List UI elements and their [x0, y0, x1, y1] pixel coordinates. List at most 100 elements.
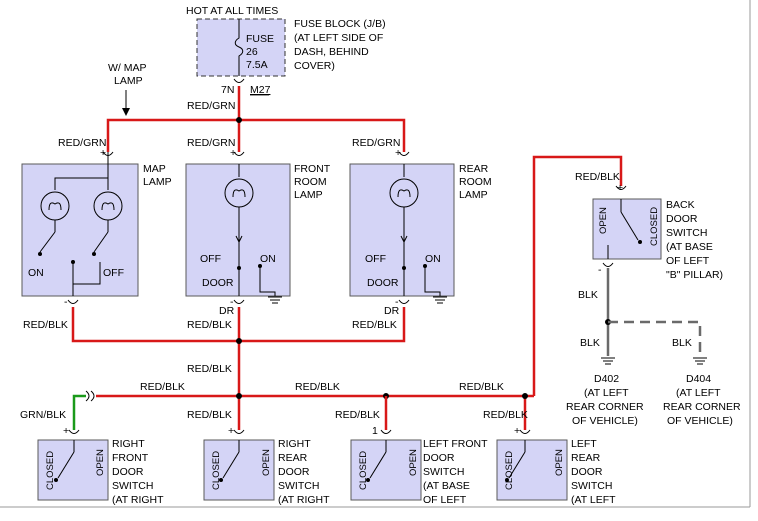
rf-switch-box: [37, 439, 109, 501]
hot-at-all-times-label: HOT AT ALL TIMES: [186, 5, 278, 17]
back-door-closed-label: CLOSED: [649, 207, 660, 246]
front-room-arrow: [235, 235, 243, 244]
lf-connector-top: [380, 429, 392, 434]
splice-top: [236, 117, 242, 123]
grn-blk-wire: [72, 394, 86, 430]
back-door-open-label: OPEN: [598, 207, 609, 234]
svg-text:RIGHT: RIGHT: [278, 438, 311, 450]
wire-break-symbol: [85, 390, 95, 402]
map-lamp-connector-bottom: [67, 299, 79, 304]
lr-plus: +: [514, 425, 520, 437]
rear-room-door-contact: [402, 266, 406, 270]
map-lamp-splice: [71, 260, 75, 264]
svg-text:BACK: BACK: [666, 199, 695, 211]
map-right-switch-contact: [92, 252, 96, 256]
svg-text:DOOR: DOOR: [666, 213, 698, 225]
svg-text:(AT LEFT: (AT LEFT: [571, 494, 616, 506]
lf-open-label: OPEN: [408, 449, 419, 476]
rf-switch-title: RIGHT FRONT DOOR SWITCH (AT RIGHT: [112, 438, 164, 506]
svg-text:DASH, BEHIND: DASH, BEHIND: [294, 46, 369, 58]
svg-text:DOOR: DOOR: [423, 452, 455, 464]
rr-open-label: OPEN: [261, 449, 272, 476]
connector-pin-7n: 7N: [221, 84, 234, 96]
lr-connector-top: [519, 429, 531, 434]
front-room-connector-bottom: [233, 299, 245, 304]
right-rear-door-switch: + CLOSED OPEN RIGHT REAR DOOR SWITCH (AT…: [203, 425, 330, 506]
svg-text:DOOR: DOOR: [112, 466, 144, 478]
red-blk-back-door-wire: [532, 155, 623, 396]
map-lamp-title-1: MAP: [143, 163, 166, 175]
rear-room-minus: -: [395, 296, 399, 308]
svg-text:FRONT: FRONT: [112, 452, 149, 464]
svg-text:RIGHT: RIGHT: [112, 438, 145, 450]
map-lamp-callout-line2: LAMP: [114, 75, 143, 87]
fuse-label: FUSE: [246, 33, 274, 45]
rear-room-connector-top: [398, 151, 410, 156]
rr-closed-label: CLOSED: [211, 451, 222, 490]
map-left-switch-blade: [39, 231, 56, 253]
map-lamp-common-wire: [72, 260, 101, 285]
splice-switch-bus-1: [236, 393, 242, 399]
lf-switch-contact: [366, 478, 370, 482]
ground-d402-icon: [601, 357, 615, 365]
wire-label-blk-2: BLK: [580, 337, 600, 349]
lr-switch-title: LEFT REAR DOOR SWITCH (AT LEFT: [571, 438, 616, 506]
front-room-ground-icon: [268, 296, 282, 304]
front-room-title-1: FRONT: [294, 163, 331, 175]
rf-plus: +: [63, 425, 69, 437]
connector-id-m27: M27: [250, 84, 271, 96]
wire-label-blk-1: BLK: [578, 289, 598, 301]
splice-lamp-bus: [236, 338, 242, 344]
map-lamp-internal-feed: [54, 164, 109, 190]
wire-label-rear-red-grn: RED/GRN: [352, 137, 400, 149]
svg-text:D402: D402: [594, 373, 619, 385]
right-front-door-switch: + CLOSED OPEN RIGHT FRONT DOOR SWITCH (A…: [37, 425, 164, 506]
front-room-on-ground-wire: [259, 266, 276, 296]
svg-text:OF LEFT: OF LEFT: [666, 255, 710, 267]
svg-text:(AT LEFT: (AT LEFT: [584, 387, 629, 399]
svg-text:OF LEFT: OF LEFT: [423, 494, 467, 506]
back-door-plus: +: [617, 182, 623, 194]
rear-room-on-label: ON: [425, 253, 441, 265]
left-front-door-switch: 1 CLOSED OPEN LEFT FRONT DOOR SWITCH (AT…: [350, 425, 488, 506]
map-right-switch-blade: [93, 231, 109, 253]
front-room-on-label: ON: [260, 253, 276, 265]
map-lamp-callout-line1: W/ MAP: [108, 62, 147, 74]
svg-text:SWITCH: SWITCH: [666, 227, 707, 239]
front-room-plus: +: [230, 147, 236, 159]
map-lamp-minus: -: [64, 296, 68, 308]
map-lamp-box: [21, 163, 139, 297]
rear-room-plus: +: [395, 147, 401, 159]
rf-switch-blade: [57, 451, 75, 479]
lf-closed-label: CLOSED: [358, 451, 369, 490]
front-room-title-3: LAMP: [294, 189, 323, 201]
rear-room-off-label: OFF: [365, 253, 386, 265]
svg-text:(AT BASE: (AT BASE: [423, 480, 470, 492]
ground-d404-label: D404 (AT LEFT REAR CORNER OF VEHICLE): [663, 373, 741, 427]
callout-arrow-head: [122, 108, 130, 116]
wire-label-grn-blk: GRN/BLK: [20, 409, 66, 421]
svg-text:REAR: REAR: [278, 452, 308, 464]
wire-label-bus-red-blk-1: RED/BLK: [140, 381, 185, 393]
back-door-switch-contact: [638, 240, 642, 244]
rear-room-lamp-box: [349, 163, 455, 297]
svg-text:D404: D404: [686, 373, 711, 385]
rear-room-title-1: REAR: [459, 163, 489, 175]
svg-text:(AT LEFT: (AT LEFT: [676, 387, 721, 399]
wire-label-blk-3: BLK: [672, 337, 692, 349]
front-room-door-label: DOOR: [202, 277, 234, 289]
svg-text:SWITCH: SWITCH: [278, 480, 319, 492]
map-lamp-off-label: OFF: [103, 267, 124, 279]
svg-text:"B" PILLAR): "B" PILLAR): [666, 269, 723, 281]
map-lamp-title-2: LAMP: [143, 176, 172, 188]
wire-label-lf-red-blk: RED/BLK: [335, 409, 380, 421]
map-left-switch-contact: [38, 252, 42, 256]
svg-text:(AT BASE: (AT BASE: [666, 241, 713, 253]
rear-room-on-contact: [423, 264, 427, 268]
svg-text:REAR CORNER: REAR CORNER: [566, 401, 644, 413]
front-room-minus: -: [230, 296, 234, 308]
lf-switch-title: LEFT FRONT DOOR SWITCH (AT BASE OF LEFT: [423, 438, 488, 506]
back-door-connector-top: [615, 185, 627, 190]
svg-text:LEFT: LEFT: [571, 438, 597, 450]
